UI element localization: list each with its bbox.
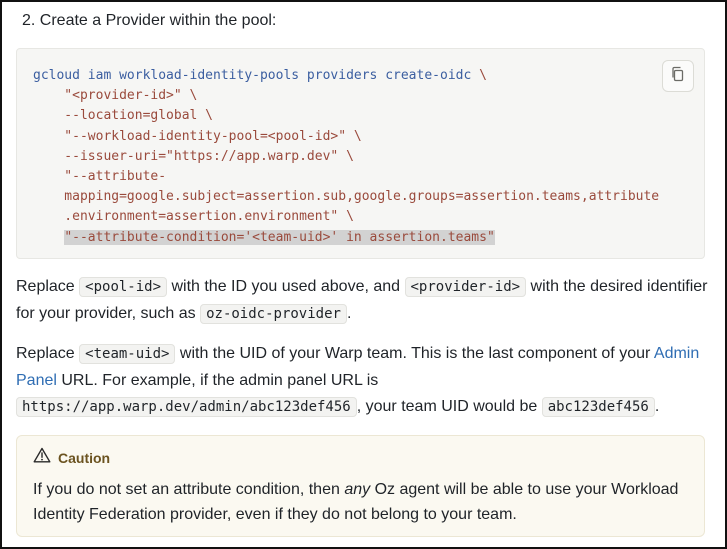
text: Replace [16, 278, 80, 295]
code-content: gcloud iam workload-identity-pools provi… [33, 66, 659, 248]
inline-code-admin-url: https://app.warp.dev/admin/abc123def456 [16, 397, 357, 417]
caution-text: If you do not set an attribute condition… [33, 477, 693, 527]
text: If you do not set an attribute condition… [33, 481, 345, 498]
code-indent [33, 230, 64, 245]
code-line: .environment=assertion.environment" \ [33, 209, 354, 225]
inline-code-team-uid: <team-uid> [79, 344, 176, 364]
inline-code-pool-id: <pool-id> [79, 277, 168, 297]
team-uid-paragraph: Replace <team-uid> with the UID of your … [16, 341, 716, 421]
code-line: "--workload-identity-pool=<pool-id>" \ [33, 128, 362, 144]
caution-callout: Caution If you do not set an attribute c… [16, 435, 705, 537]
inline-code-team-uid-example: abc123def456 [541, 397, 655, 417]
inline-code-example-provider: oz-oidc-provider [200, 303, 347, 324]
caution-header: Caution [33, 447, 110, 468]
text: Replace [16, 345, 80, 362]
code-line: --issuer-uri="https://app.warp.dev" \ [33, 148, 354, 164]
code-line-1-rest: \ [471, 68, 487, 83]
code-line: "<provider-id>" \ [33, 88, 198, 104]
text: with the ID you used above, and [167, 278, 405, 295]
code-command: gcloud iam workload-identity-pools provi… [33, 68, 472, 83]
copy-icon [670, 66, 686, 87]
code-line-highlighted[interactable]: "--attribute-condition='<team-uid>' in a… [64, 229, 495, 245]
step-heading: 2. Create a Provider within the pool: [22, 12, 277, 29]
text: . [346, 304, 352, 322]
text: with the UID of your Warp team. This is … [175, 345, 654, 362]
emphasis: any [344, 481, 371, 498]
text: Oz agent will be able to use your Worklo… [33, 481, 679, 523]
code-line: "--attribute- [33, 169, 167, 185]
pool-provider-paragraph: Replace <pool-id> with the ID you used a… [16, 274, 716, 327]
text: , your team UID would be [356, 398, 542, 415]
admin-panel-link[interactable]: Admin Panel [16, 345, 700, 389]
caution-title: Caution [58, 449, 111, 466]
code-block: gcloud iam workload-identity-pools provi… [16, 48, 705, 259]
code-line: --location=global \ [33, 108, 214, 124]
code-line: mapping=google.subject=assertion.sub,goo… [33, 189, 660, 205]
text: with the desired identifier for your pro… [16, 278, 708, 322]
text: URL. For example, if the admin panel URL… [56, 371, 379, 389]
text: . [654, 398, 660, 415]
warning-icon [33, 447, 51, 468]
inline-code-provider-id: <provider-id> [404, 277, 527, 297]
copy-button[interactable] [662, 60, 694, 92]
